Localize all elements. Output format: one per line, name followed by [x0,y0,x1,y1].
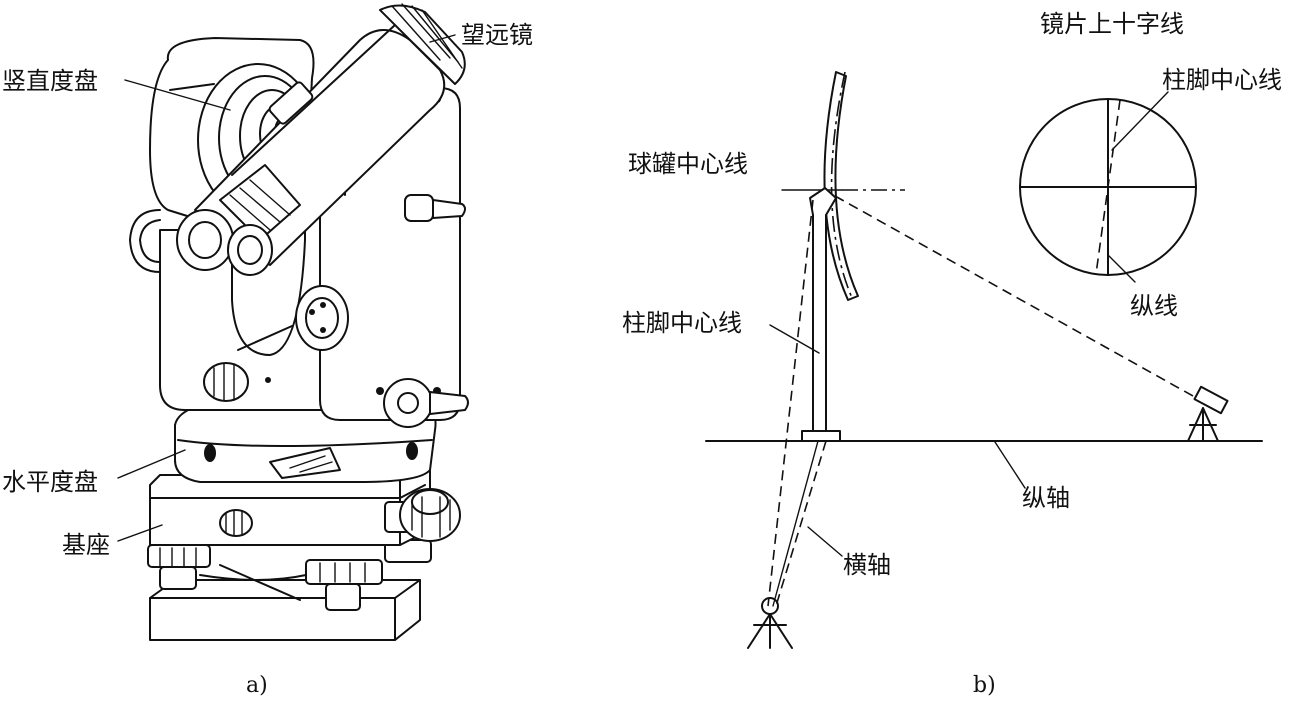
label-base: 基座 [62,531,110,559]
caption-b: b) [973,673,996,698]
label-telescope: 望远镜 [461,21,533,49]
label-vertical-axis: 纵轴 [1022,484,1070,512]
label-post-centerline-left: 柱脚中心线 [622,309,742,337]
panel-a-leaders [117,34,456,542]
theodolite-drawing [129,3,469,641]
label-vertical-circle: 竖直度盘 [2,67,98,95]
label-post-centerline-top: 柱脚中心线 [1162,66,1282,94]
label-horizontal-axis: 横轴 [843,551,891,579]
label-lens-crosshair: 镜片上十字线 [1040,10,1184,38]
label-vertical-line: 纵线 [1130,292,1178,320]
label-tank-centerline: 球罐中心线 [628,150,748,178]
schematic-b [705,71,1263,649]
panel-b-leaders [769,91,1169,557]
lens-crosshair [1019,98,1197,276]
telescope-barrel [176,3,466,276]
caption-a: a) [246,673,268,698]
base-block [149,461,461,546]
label-horizontal-circle: 水平度盘 [2,468,98,496]
